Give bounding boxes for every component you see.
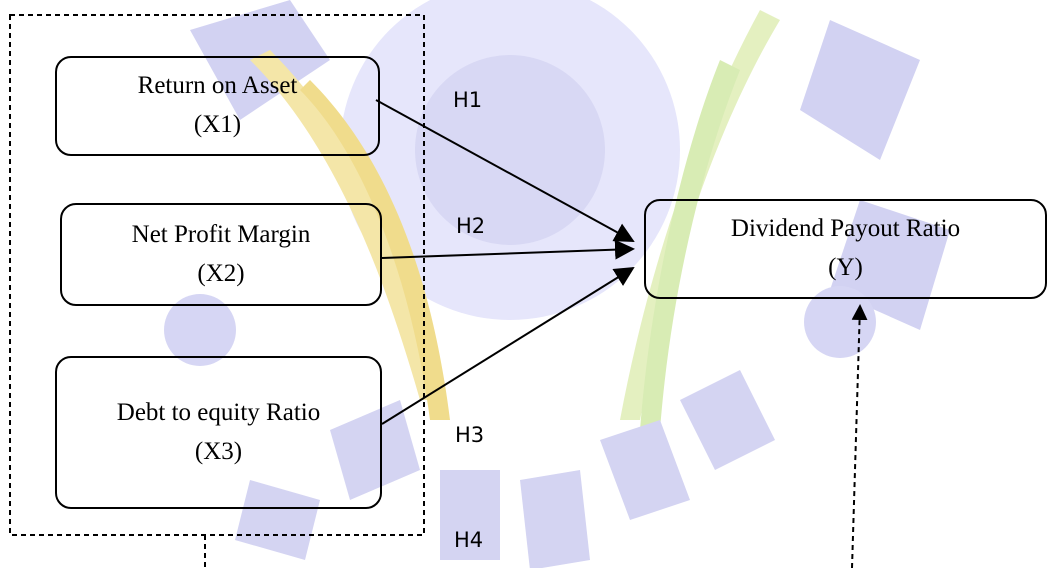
arrow-h4-to-y [851,304,868,568]
node-x2-code: (X2) [197,259,245,287]
node-x3-name: Debt to equity Ratio [116,398,321,426]
node-x1-code: (X1) [193,111,242,138]
watermark-letters [235,370,775,568]
node-y-name: Dividend Payout Ratio [730,215,961,243]
node-return-on-asset: Return on Asset (X1) [55,56,380,156]
node-x2-name: Net Profit Margin [131,220,311,248]
arrow-h1 [375,99,635,242]
node-x1-name: Return on Asset [137,72,298,100]
node-y-code: (Y) [828,254,863,281]
hypothesis-label-h2: H2 [456,214,486,238]
node-x3-code: (X3) [194,437,243,465]
arrow-h2 [381,239,635,260]
independent-variables-group [9,14,425,536]
node-dividend-payout-ratio: Dividend Payout Ratio (Y) [644,199,1047,299]
arrow-h3 [381,266,635,425]
hypothesis-label-h3: H3 [455,423,485,447]
node-debt-to-equity-ratio: Debt to equity Ratio (X3) [55,356,382,509]
node-net-profit-margin: Net Profit Margin (X2) [60,203,382,306]
hypothesis-label-h4: H4 [454,528,484,552]
hypothesis-label-h1: H1 [453,88,483,112]
